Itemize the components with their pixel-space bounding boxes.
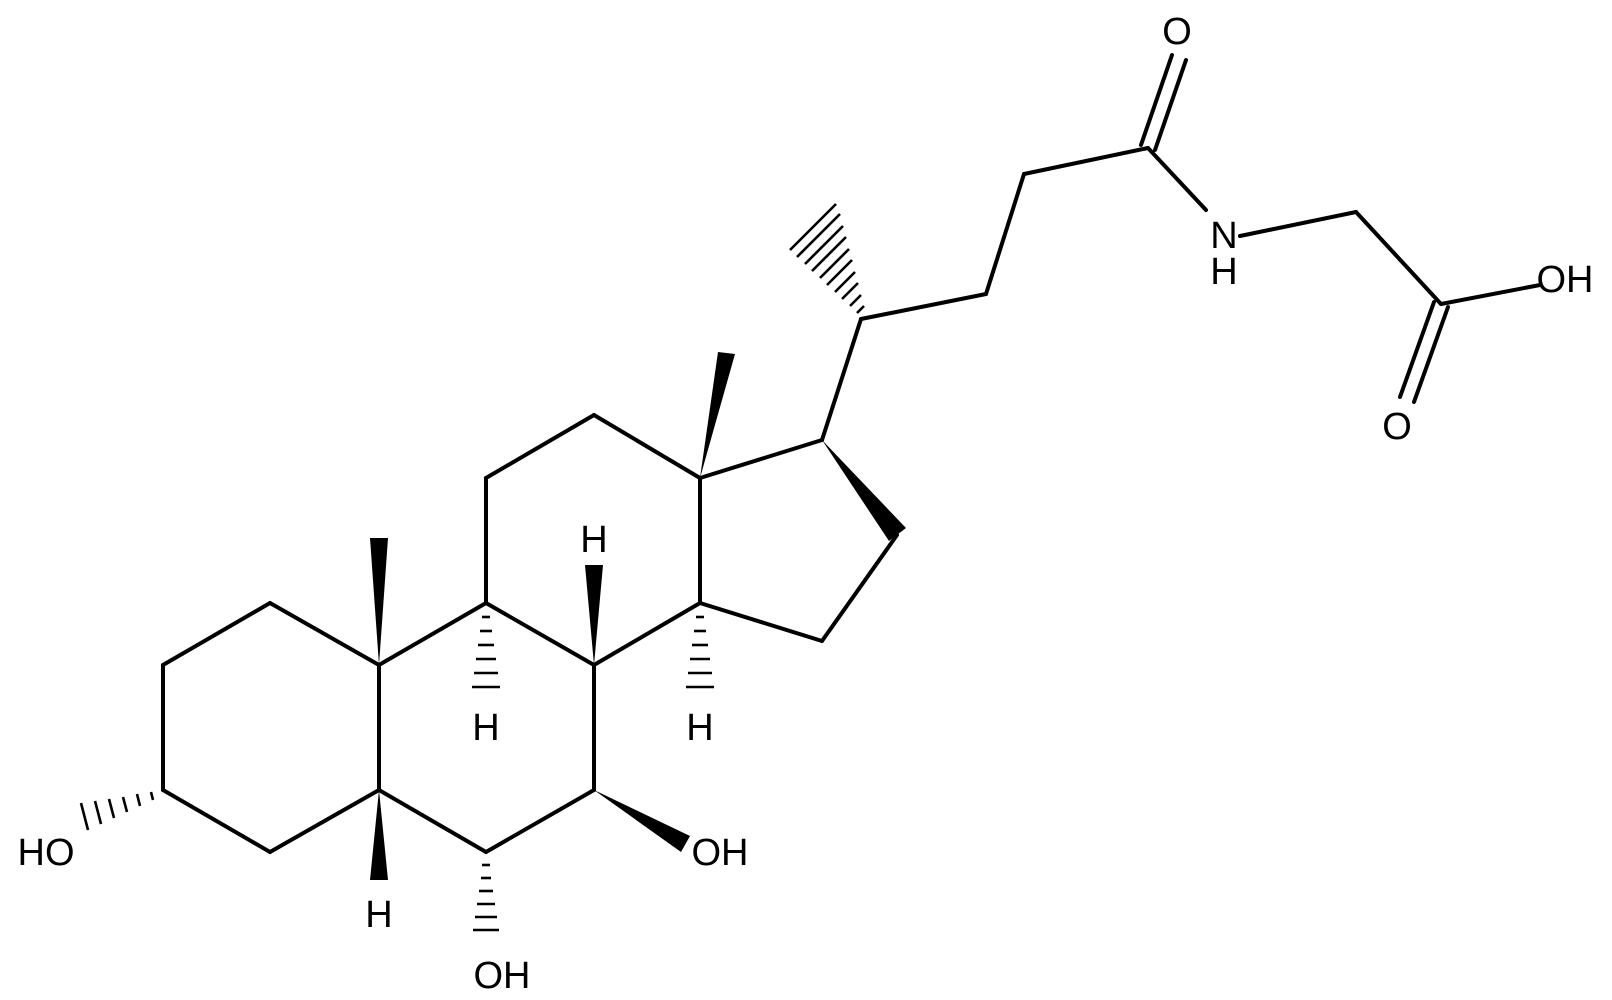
bond-c23-c24	[1022, 146, 1150, 176]
ring-c	[484, 413, 702, 667]
bond-c12-c13	[592, 413, 702, 480]
bond-cooh-o-a	[1398, 300, 1436, 399]
bond-ca-cooh	[1354, 210, 1443, 306]
bond-cooh-oh	[1439, 283, 1542, 306]
hash-c9-h	[472, 615, 500, 689]
atom-label-acid-o: O	[1382, 406, 1412, 448]
bond-c24-o-b	[1153, 58, 1188, 152]
hash-c3-oh	[79, 791, 155, 831]
atom-label-oh3: HO	[18, 832, 75, 874]
wedge-c13-methyl	[700, 352, 735, 478]
bond-c13-c17	[698, 438, 824, 480]
bond-c4-c5	[268, 788, 381, 854]
bond-c3-c4	[161, 788, 272, 854]
atom-label-n: N	[1210, 215, 1237, 257]
atom-label-nh-h: H	[1210, 251, 1237, 293]
atom-label-h5: H	[365, 894, 392, 936]
hash-c14-h	[686, 615, 714, 689]
ring-d	[698, 438, 906, 643]
bond-c10-c1	[268, 601, 381, 667]
bond-cooh-o-b	[1412, 305, 1450, 404]
hash-c6-oh	[473, 863, 499, 932]
bond-c24-o-a	[1139, 53, 1174, 147]
ring-b	[377, 601, 596, 854]
wedge-c17-c16	[822, 440, 906, 541]
bond-c16-c15	[820, 533, 899, 643]
bond-c17-c20	[820, 317, 863, 442]
wedge-c5-h	[370, 790, 388, 880]
atom-label-h9: H	[472, 707, 499, 749]
bond-c9-c8	[484, 601, 596, 667]
atom-label-acid-oh: OH	[1537, 259, 1594, 301]
atom-label-h14: H	[686, 707, 713, 749]
bond-c20-c22	[859, 292, 988, 321]
ring-a	[161, 601, 381, 854]
atom-label-oh6: OH	[474, 955, 531, 997]
wedge-c10-methyl	[370, 538, 388, 665]
hash-c20-c21	[789, 203, 865, 314]
bond-c24-n	[1146, 146, 1208, 212]
wedge-c7-oh	[594, 790, 690, 852]
bond-c11-c12	[484, 413, 596, 480]
wedge-c8-h	[585, 565, 603, 665]
bond-c22-c23	[984, 172, 1026, 296]
bond-c10-c9	[377, 601, 488, 667]
bond-c14-c8	[592, 601, 702, 667]
bond-n-ca	[1238, 210, 1358, 238]
atom-label-carbonyl-o: O	[1162, 11, 1192, 53]
bond-c7-c6	[484, 788, 596, 854]
side-chain	[789, 53, 1542, 442]
bond-c6-c5	[377, 788, 488, 854]
bond-c15-c14	[698, 601, 824, 643]
atom-label-h8: H	[580, 519, 607, 561]
bond-c1-c2	[161, 601, 272, 667]
atom-label-oh7: OH	[692, 832, 749, 874]
